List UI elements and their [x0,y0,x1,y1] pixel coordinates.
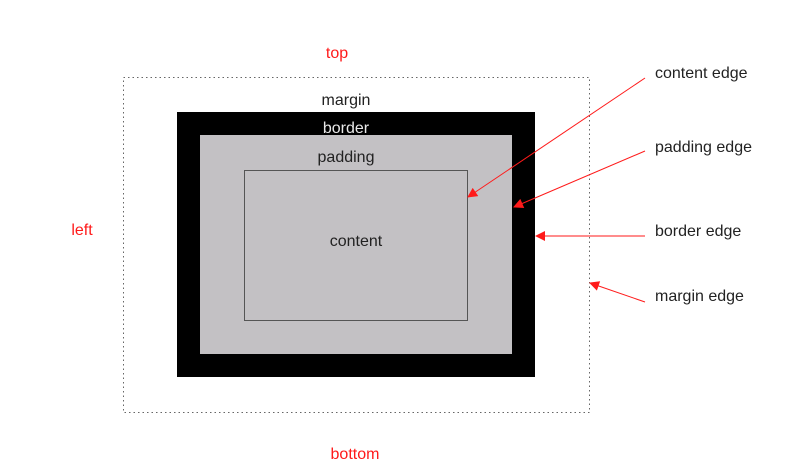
bottom-label: bottom [331,446,380,463]
content-box [244,170,468,321]
border-label: border [323,120,370,137]
padding-edge-arrow [513,150,646,209]
margin-edge-label: margin edge [655,288,744,305]
padding-label: padding [318,149,375,166]
left-label: left [71,222,93,239]
border-edge-label: border edge [655,223,741,240]
top-label: top [326,45,348,62]
content-edge-arrow [467,77,646,198]
content-label: content [330,233,383,250]
margin-label: margin [322,92,371,109]
content-edge-label: content edge [655,65,748,82]
padding-edge-label: padding edge [655,139,752,156]
margin-edge-arrow [589,281,646,303]
